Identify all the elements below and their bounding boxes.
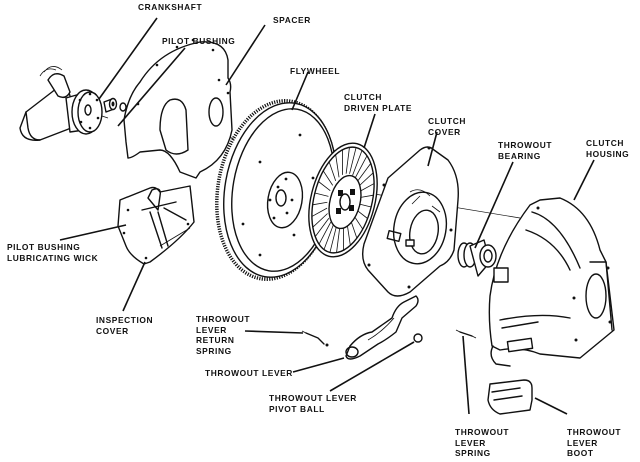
friction-spoke: [322, 170, 334, 186]
clutch-housing: [488, 197, 615, 367]
friction-spoke: [349, 147, 357, 174]
label-throwout-lever-boot: THROWOUT LEVER BOOT: [567, 427, 622, 458]
label-clutch-cover: CLUTCH COVER: [428, 116, 467, 137]
spacer: [123, 38, 233, 179]
label-flywheel: FLYWHEEL: [290, 66, 341, 76]
throwout-bearing: [457, 239, 497, 277]
label-clutch-driven-plate: CLUTCH DRIVEN PLATE: [344, 92, 412, 113]
label-crankshaft: CRANKSHAFT: [138, 2, 203, 12]
label-throwout-lever-pivot-ball: THROWOUT LEVER PIVOT BALL: [269, 393, 357, 414]
inspection-cover: [117, 185, 195, 265]
friction-spoke: [328, 161, 337, 181]
throwout-lever-return-spring: [301, 330, 329, 347]
label-pilot-bushing-lubricating-wick: PILOT BUSHING LUBRICATING WICK: [7, 242, 99, 263]
friction-spoke: [335, 154, 340, 178]
throwout-lever: [345, 295, 419, 360]
throwout-lever-pivot-ball: [413, 333, 423, 343]
label-throwout-lever-return-spring: THROWOUT LEVER RETURN SPRING: [196, 314, 251, 356]
friction-spoke: [329, 226, 337, 253]
friction-spoke: [318, 181, 331, 191]
friction-spoke: [356, 163, 372, 183]
throwout-lever-boot: [487, 379, 533, 415]
clutch-cover: [361, 146, 459, 297]
friction-spoke: [354, 155, 368, 179]
friction-spoke: [352, 150, 363, 176]
pilot-bushing: [103, 97, 118, 113]
friction-spoke: [318, 221, 332, 245]
friction-spoke: [312, 201, 328, 206]
leader-lines: [59, 17, 595, 415]
friction-spoke: [358, 172, 374, 187]
friction-spoke: [323, 224, 334, 250]
clutch-driven-plate: [308, 142, 378, 258]
friction-spoke: [314, 192, 329, 197]
friction-spoke: [345, 147, 350, 174]
label-inspection-cover: INSPECTION COVER: [96, 315, 154, 336]
label-clutch-housing: CLUTCH HOUSING: [586, 138, 630, 159]
label-pilot-bushing: PILOT BUSHING: [162, 36, 236, 46]
label-spacer: SPACER: [273, 15, 311, 25]
label-throwout-lever: THROWOUT LEVER: [205, 368, 293, 378]
friction-spoke: [314, 217, 330, 237]
friction-spoke: [311, 207, 328, 217]
pilot-bushing-lubricating-wick: [119, 102, 127, 112]
friction-spoke: [336, 226, 341, 253]
friction-spoke: [312, 213, 328, 228]
label-throwout-lever-spring: THROWOUT LEVER SPRING: [455, 427, 510, 458]
label-throwout-bearing: THROWOUT BEARING: [498, 140, 553, 161]
throwout-lever-spring: [455, 329, 477, 339]
crankshaft: [19, 66, 103, 141]
